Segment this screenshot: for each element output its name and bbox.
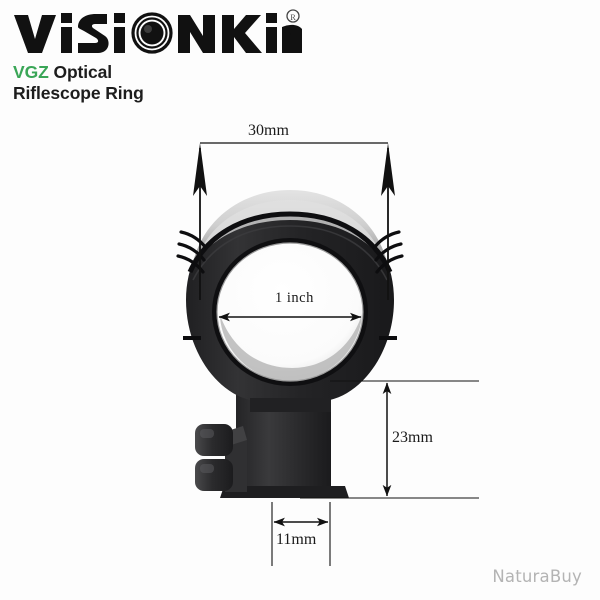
product-title: VGZ Optical Riflescope Ring (13, 62, 313, 104)
svg-text:R: R (290, 13, 296, 22)
cap-parting-line (187, 211, 393, 274)
dimension-23mm (300, 380, 479, 499)
cross-bolt-upper (195, 424, 233, 456)
product-title-line-2: Riflescope Ring (13, 83, 144, 103)
dimension-30mm-left-arrowhead (193, 143, 207, 196)
dimension-30mm-right-arrowhead (381, 143, 395, 196)
product-title-line-1: VGZ Optical (13, 62, 313, 83)
visionking-wordmark-icon: R (14, 9, 302, 54)
cross-bolt-lower (195, 459, 233, 491)
bore-inner-shadow (220, 314, 362, 381)
brand-logo: R (12, 9, 302, 57)
dimension-label-30mm: 30mm (248, 122, 289, 139)
dimension-label-1inch: 1 inch (275, 290, 314, 306)
bore-rim (216, 242, 364, 382)
cross-bolt-upper-highlight (200, 429, 214, 438)
ring-lower-shoulder (250, 398, 331, 412)
product-title-highlight: VGZ (13, 62, 49, 82)
mount-base-block (234, 390, 333, 498)
dimension-label-11mm: 11mm (276, 531, 317, 548)
ring-split-gap-right (379, 336, 397, 340)
ring-top-cap (192, 190, 388, 268)
dimension-label-23mm: 23mm (392, 429, 433, 446)
ring-screw-ribs-left (176, 230, 208, 274)
cap-parting-highlight (192, 225, 388, 281)
scope-ring-photo (176, 190, 404, 498)
ring-top-cap-sheen (196, 200, 384, 262)
bore-opening (217, 243, 363, 381)
dimension-11mm (271, 502, 331, 566)
dimension-30mm (193, 142, 395, 300)
mount-foot-plate (220, 486, 349, 498)
naturabuy-watermark: NaturaBuy (492, 567, 582, 586)
ring-split-gap-left (183, 336, 201, 340)
registered-trademark-icon: R (286, 9, 300, 23)
product-title-line-1-rest: Optical (48, 62, 113, 82)
cross-bolt-lower-highlight (200, 464, 214, 473)
